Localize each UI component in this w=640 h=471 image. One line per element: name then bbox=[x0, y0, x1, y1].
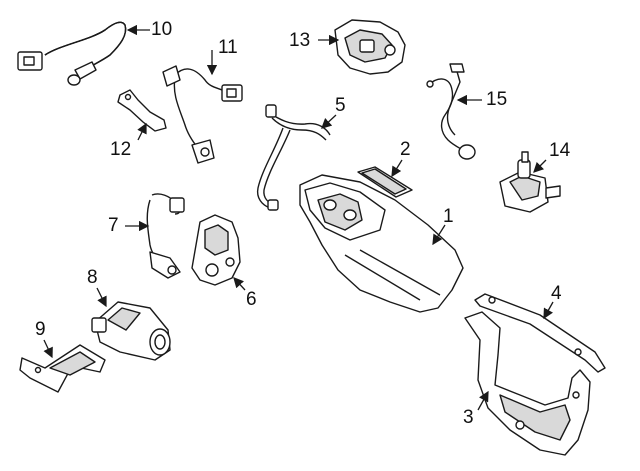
callout-3: 3 bbox=[463, 407, 474, 428]
part-9-bracket bbox=[19, 344, 106, 393]
part-14-purge-valve bbox=[499, 151, 561, 213]
callout-4: 4 bbox=[551, 283, 562, 304]
callout-14: 14 bbox=[549, 140, 571, 161]
part-4-bracket bbox=[474, 293, 606, 373]
part-12-bracket bbox=[117, 89, 167, 132]
callout-6: 6 bbox=[246, 289, 257, 310]
part-5-vent-tube bbox=[256, 104, 331, 211]
part-2-filter bbox=[357, 166, 413, 198]
part-1-canister bbox=[299, 174, 464, 313]
callout-11: 11 bbox=[218, 37, 238, 58]
part-7-sensor bbox=[146, 193, 185, 279]
callout-1: 1 bbox=[443, 206, 454, 227]
part-8-pump bbox=[91, 301, 171, 361]
part-10-oxygen-sensor bbox=[17, 21, 127, 86]
callout-15: 15 bbox=[486, 89, 508, 110]
part-15-hose bbox=[426, 63, 476, 160]
leader-lines bbox=[43, 24, 554, 411]
callout-12: 12 bbox=[110, 139, 132, 160]
callout-8: 8 bbox=[87, 267, 98, 288]
callout-13: 13 bbox=[289, 30, 311, 51]
part-6-valve bbox=[191, 214, 241, 286]
callout-5: 5 bbox=[335, 95, 346, 116]
part-3-frame bbox=[464, 311, 591, 456]
part-13-evap-module bbox=[334, 19, 406, 75]
part-11-oxygen-sensor bbox=[162, 65, 243, 164]
callout-7: 7 bbox=[108, 215, 119, 236]
callout-9: 9 bbox=[35, 319, 46, 340]
callout-10: 10 bbox=[151, 19, 173, 40]
callout-2: 2 bbox=[400, 139, 411, 160]
